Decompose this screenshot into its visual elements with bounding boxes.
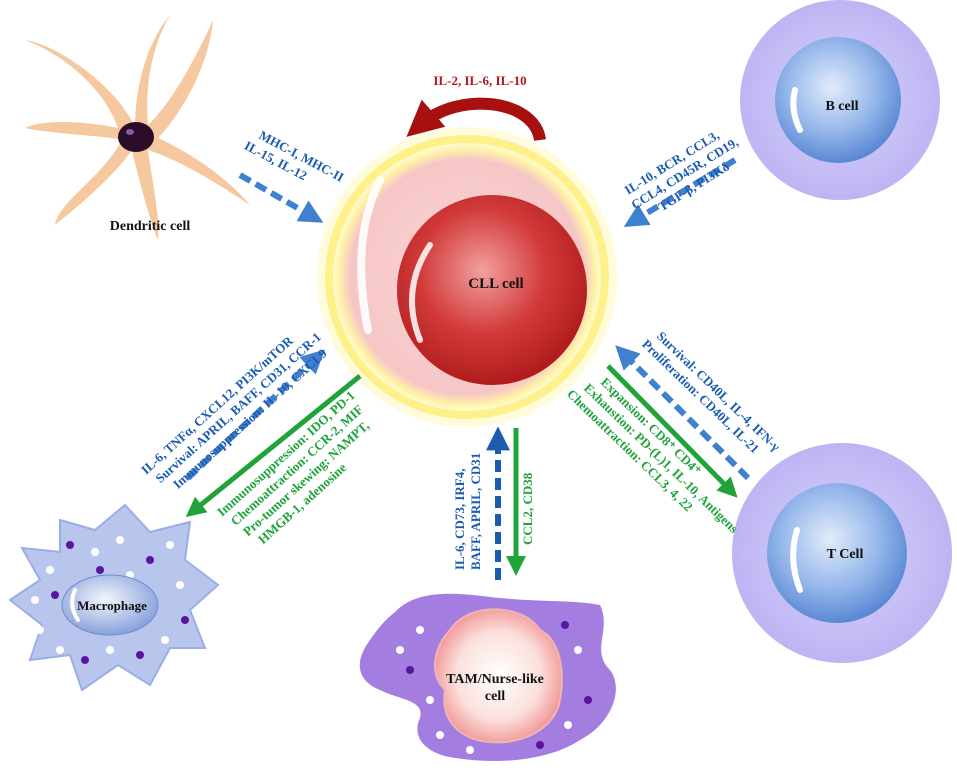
cll-cell-label: CLL cell <box>468 276 523 292</box>
dendritic-nucleus <box>118 122 154 152</box>
autocrine-loop: IL-2, IL-6, IL-10 <box>406 73 546 142</box>
tam-to-cll-line1: IL-6, CD73, IRF4, <box>452 469 467 570</box>
tam-signals: IL-6, CD73, IRF4, BAFF, APRIL, CD31 CCL2… <box>452 426 535 580</box>
cll-to-tam-line1: CCL2, CD38 <box>520 472 535 545</box>
autocrine-label: IL-2, IL-6, IL-10 <box>433 73 526 88</box>
t-cell: T Cell <box>732 443 952 663</box>
dendritic-signal: MHC-I, MHC-II IL-15, IL-12 <box>238 127 347 223</box>
b-cell-label: B cell <box>825 99 858 114</box>
tam-granules <box>396 621 592 754</box>
t-cell-label: T Cell <box>827 547 864 562</box>
macrophage-nucleus <box>61 574 159 636</box>
macrophage-label: Macrophage <box>77 598 147 613</box>
tam-nurse-like-cell: TAM/Nurse-like cell <box>359 593 616 761</box>
tam-to-cll-line2: BAFF, APRIL, CD31 <box>468 453 483 570</box>
dendritic-cell-label: Dendritic cell <box>110 219 191 234</box>
cll-nucleus <box>397 195 587 385</box>
b-cell: B cell <box>740 0 940 200</box>
macrophage: Macrophage <box>8 503 220 692</box>
dendritic-cell: Dendritic cell <box>25 15 250 240</box>
b-cell-signal: IL-10, BCR, CCL3, CCL4, CD45R, CD19, TGF… <box>622 127 741 227</box>
tam-label-line2: cell <box>485 689 505 704</box>
macrophage-granules <box>31 536 189 664</box>
cll-cell: CLL cell <box>317 127 617 427</box>
tam-label-line1: TAM/Nurse-like <box>446 672 544 687</box>
